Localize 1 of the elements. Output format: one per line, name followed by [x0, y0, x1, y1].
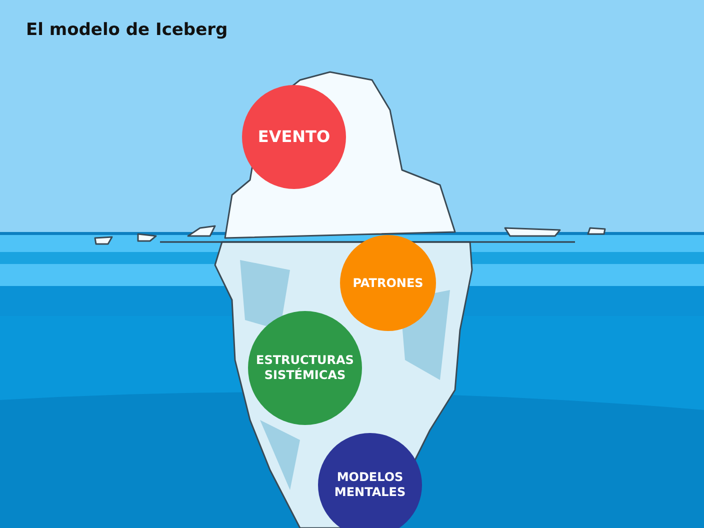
diagram-title: El modelo de Iceberg — [26, 20, 228, 40]
